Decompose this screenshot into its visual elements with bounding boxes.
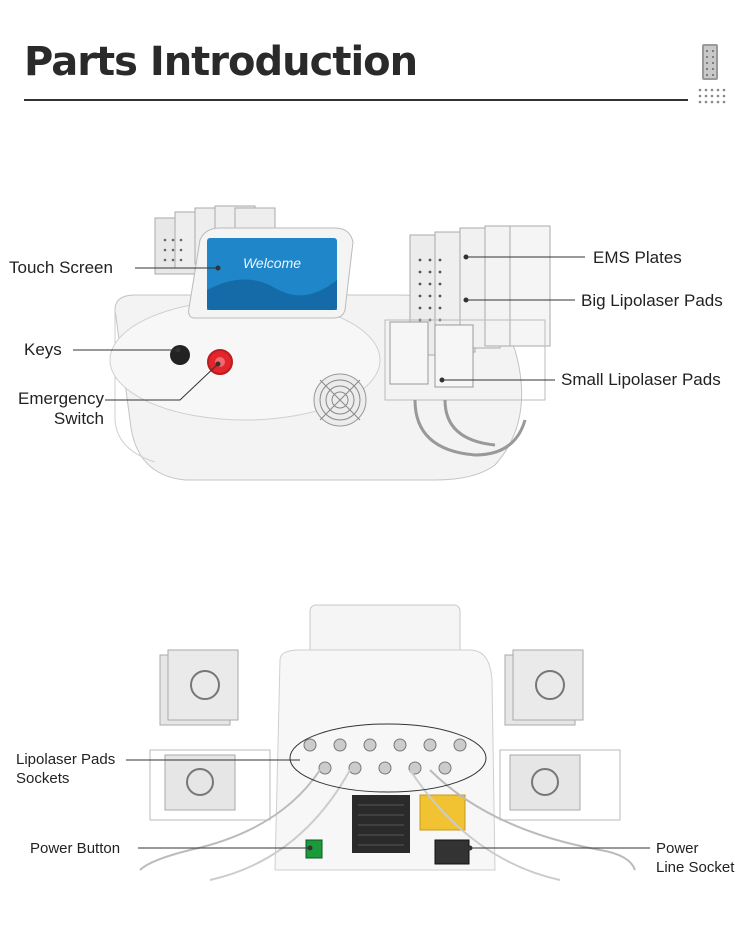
label-sockets-line2: Sockets bbox=[16, 770, 70, 787]
fan-grille bbox=[313, 373, 367, 427]
label-power-button: Power Button bbox=[30, 840, 121, 857]
label-emergency-line1: Emergency bbox=[18, 389, 104, 408]
lipolaser-pad-icon bbox=[698, 44, 726, 104]
left-back-pads bbox=[149, 649, 271, 821]
page-title: Parts Introduction bbox=[24, 39, 418, 85]
front-view-device: Welcome bbox=[109, 205, 551, 481]
label-big-lipolaser-pads: Big Lipolaser Pads bbox=[581, 291, 723, 310]
label-keys: Keys bbox=[24, 340, 62, 359]
rear-fan bbox=[352, 795, 410, 853]
label-emergency-line2: Switch bbox=[53, 409, 104, 428]
power-socket-graphic bbox=[434, 839, 470, 865]
power-button-graphic bbox=[305, 839, 323, 859]
label-emergency-switch: Emergency Switch bbox=[6, 389, 104, 429]
right-pad-stack bbox=[384, 225, 551, 457]
label-power-line-socket: Power Line Socket bbox=[656, 839, 746, 877]
label-sockets-line1: Lipolaser Pads bbox=[16, 751, 116, 768]
label-power-line2: Line Socket bbox=[656, 859, 735, 876]
right-back-pads bbox=[499, 649, 621, 821]
label-lipolaser-sockets: Lipolaser Pads Sockets bbox=[16, 750, 136, 788]
label-power-line1: Power bbox=[656, 840, 699, 857]
screen-welcome-text: Welcome bbox=[243, 255, 301, 271]
back-view-device bbox=[139, 604, 636, 881]
label-small-lipolaser-pads: Small Lipolaser Pads bbox=[561, 370, 721, 389]
label-ems-plates: EMS Plates bbox=[593, 248, 682, 267]
key-knob bbox=[170, 345, 190, 365]
label-touch-screen: Touch Screen bbox=[9, 258, 113, 277]
title-divider bbox=[24, 99, 688, 101]
